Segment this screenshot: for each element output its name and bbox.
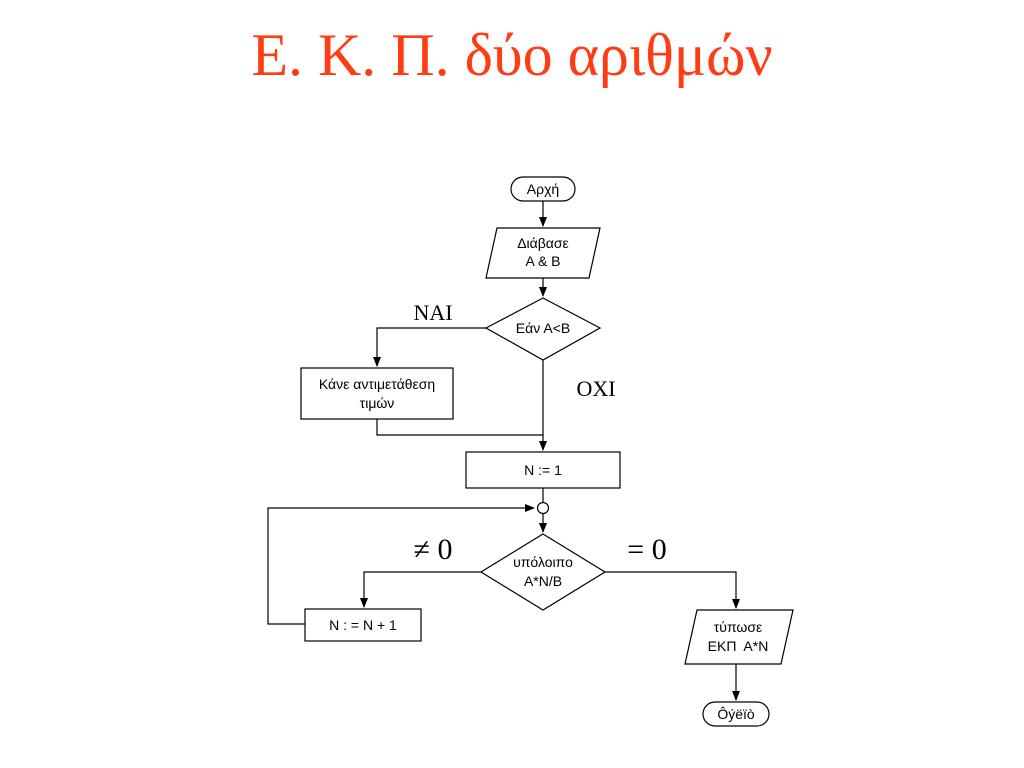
decision2-label-line2: Α*Ν/Β (524, 573, 562, 589)
input-label-line1: Διάβασε (517, 235, 569, 251)
input-node: Διάβασε Α & Β (485, 227, 601, 279)
swap-node: Κάνε αντιμετάθεση τιμών (300, 367, 454, 420)
output-label-line2: ΕΚΠ Α*Ν (708, 638, 769, 654)
decision2-label-line1: υπόλοιπο (513, 554, 573, 570)
swap-label-line1: Κάνε αντιμετάθεση (319, 376, 435, 392)
line-swap-merge (376, 419, 543, 436)
output-label-line1: τύπωσε (714, 619, 762, 635)
input-label-line2: Α & Β (525, 253, 560, 269)
junction-circle (536, 501, 550, 515)
yes-label: ΝΑΙ (413, 300, 452, 325)
arrow-yes-to-swap (373, 327, 486, 367)
decision1-label: Εάν Α<Β (516, 320, 570, 336)
init-n-node: N := 1 (465, 451, 621, 489)
arrow-zero-to-output (605, 571, 740, 609)
increment-label: N : = N + 1 (329, 617, 397, 633)
swap-label-line2: τιμών (360, 395, 395, 411)
start-label: Αρχή (527, 181, 559, 197)
slide-title: Ε. Κ. Π. δύο αριθμών (251, 22, 773, 88)
arrow-loop-back (267, 504, 535, 625)
output-node: τύπωσε ΕΚΠ Α*Ν (684, 609, 794, 665)
decision-remainder: υπόλοιπο Α*Ν/Β (479, 533, 607, 611)
not-zero-label: ≠ 0 (414, 533, 453, 566)
arrow-not-zero-to-increment (360, 571, 481, 608)
end-label: Ôýëïò (717, 706, 755, 722)
end-node: Ôýëïò (702, 701, 770, 727)
decision-a-less-b: Εάν Α<Β (484, 297, 602, 361)
no-label: ΟΧΙ (576, 376, 615, 401)
zero-label: = 0 (627, 533, 666, 566)
connectors (267, 201, 740, 701)
init-n-label: N := 1 (524, 462, 562, 478)
increment-node: N : = N + 1 (304, 608, 422, 642)
start-node: Αρχή (510, 176, 576, 202)
